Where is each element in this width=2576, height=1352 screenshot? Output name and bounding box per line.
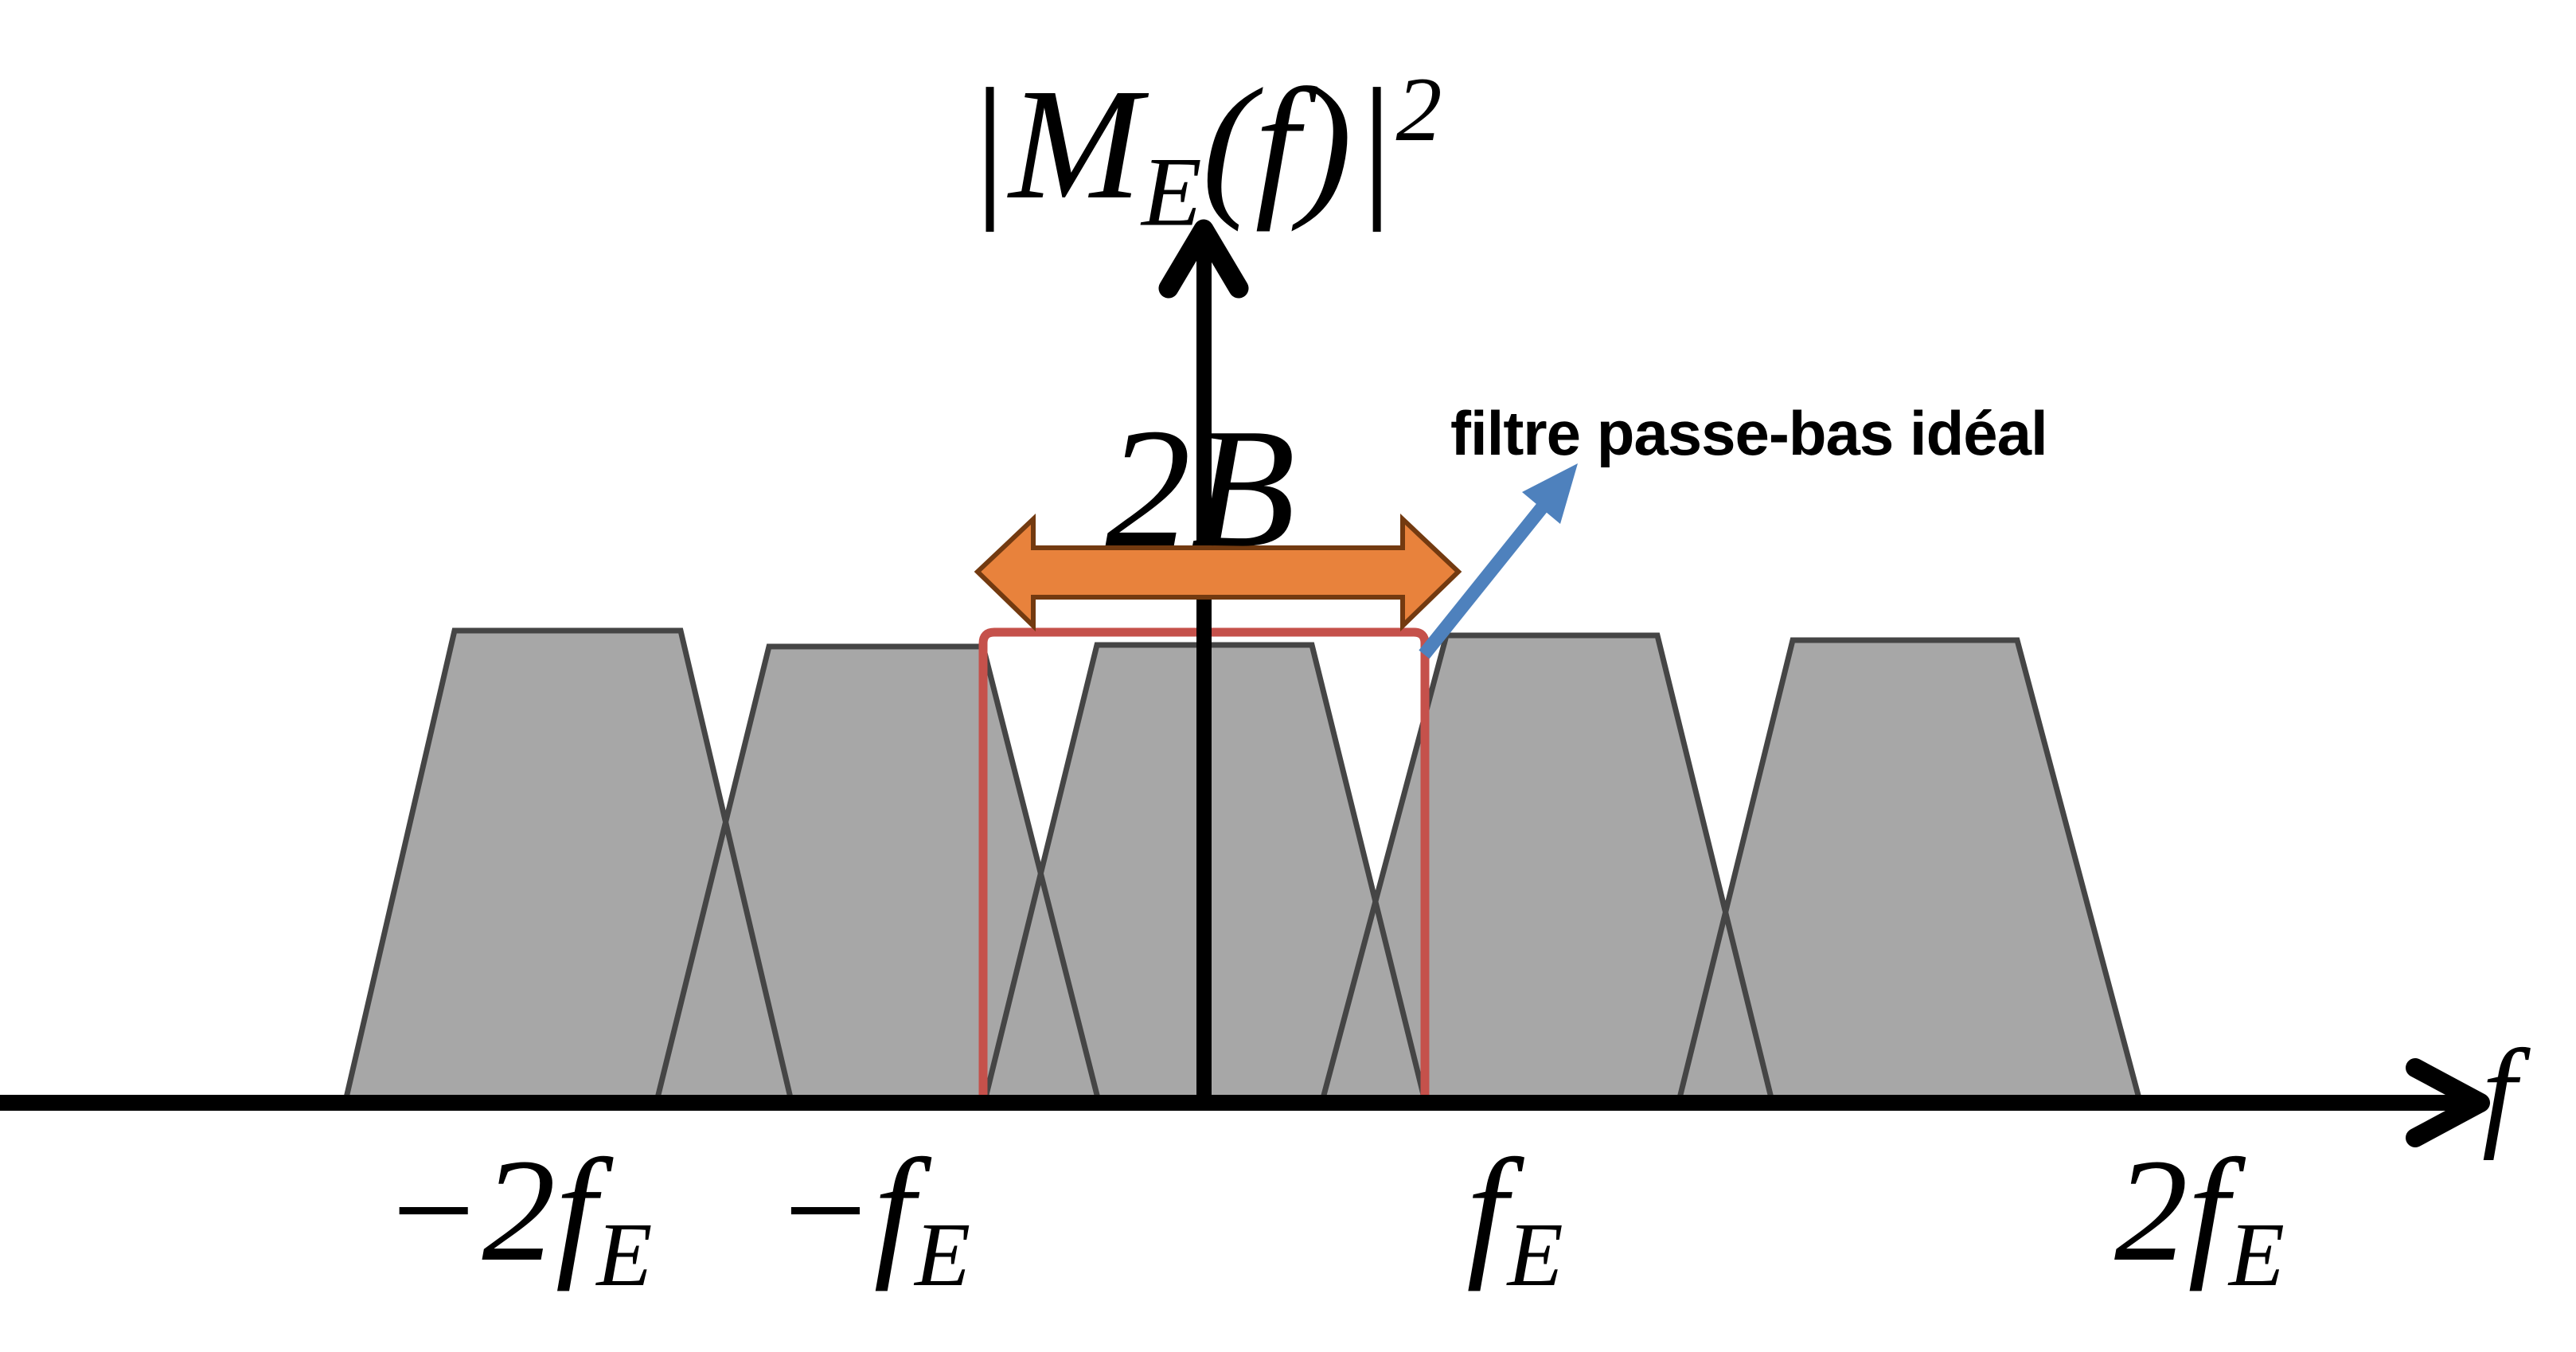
- spectrum-replica-minus-2fE: [345, 631, 791, 1101]
- title-superscript: 2: [1395, 59, 1442, 161]
- tick-plus-2fE-sub: E: [2228, 1204, 2285, 1306]
- tick-minus-2fE-sub: E: [596, 1204, 653, 1306]
- tick-minus-fE-main: −f: [774, 1129, 915, 1292]
- callout-arrow-head: [1522, 463, 1578, 524]
- tick-minus-fE: −fE: [775, 1137, 970, 1301]
- bandwidth-arrow: [974, 514, 1462, 632]
- tick-minus-fE-sub: E: [915, 1204, 971, 1306]
- x-axis: [0, 1095, 2477, 1111]
- title-subscript: E: [1142, 137, 1202, 247]
- spectrum-replica-plus-fE: [1322, 635, 1772, 1101]
- x-axis-arrowhead: [2406, 1058, 2490, 1147]
- tick-plus-fE-sub: E: [1507, 1204, 1563, 1306]
- tick-plus-fE: fE: [1466, 1137, 1563, 1301]
- bandwidth-label: 2B: [1105, 393, 1296, 583]
- diagram-title: |ME(f)|2: [965, 64, 1442, 242]
- spectrum-replica-plus-2fE: [1679, 640, 2140, 1101]
- callout-arrow: [1419, 463, 1578, 659]
- y-axis-arrowhead: [1158, 219, 1249, 299]
- title-part1: |M: [965, 56, 1142, 232]
- filter-annotation: filtre passe-bas idéal: [1450, 398, 2048, 468]
- tick-plus-2fE-main: 2f: [2114, 1129, 2229, 1292]
- tick-minus-2fE-main: −2f: [382, 1129, 597, 1292]
- spectrum-replicas-fill: [345, 631, 2140, 1101]
- callout-arrow-shaft: [1419, 497, 1552, 659]
- tick-minus-2fE: −2fE: [383, 1137, 653, 1301]
- x-axis-label: f: [2482, 1024, 2517, 1161]
- tick-plus-2fE: 2fE: [2114, 1137, 2285, 1301]
- tick-plus-fE-main: f: [1466, 1129, 1508, 1292]
- title-part2: (f)|: [1201, 56, 1396, 232]
- y-axis: [1196, 236, 1212, 1111]
